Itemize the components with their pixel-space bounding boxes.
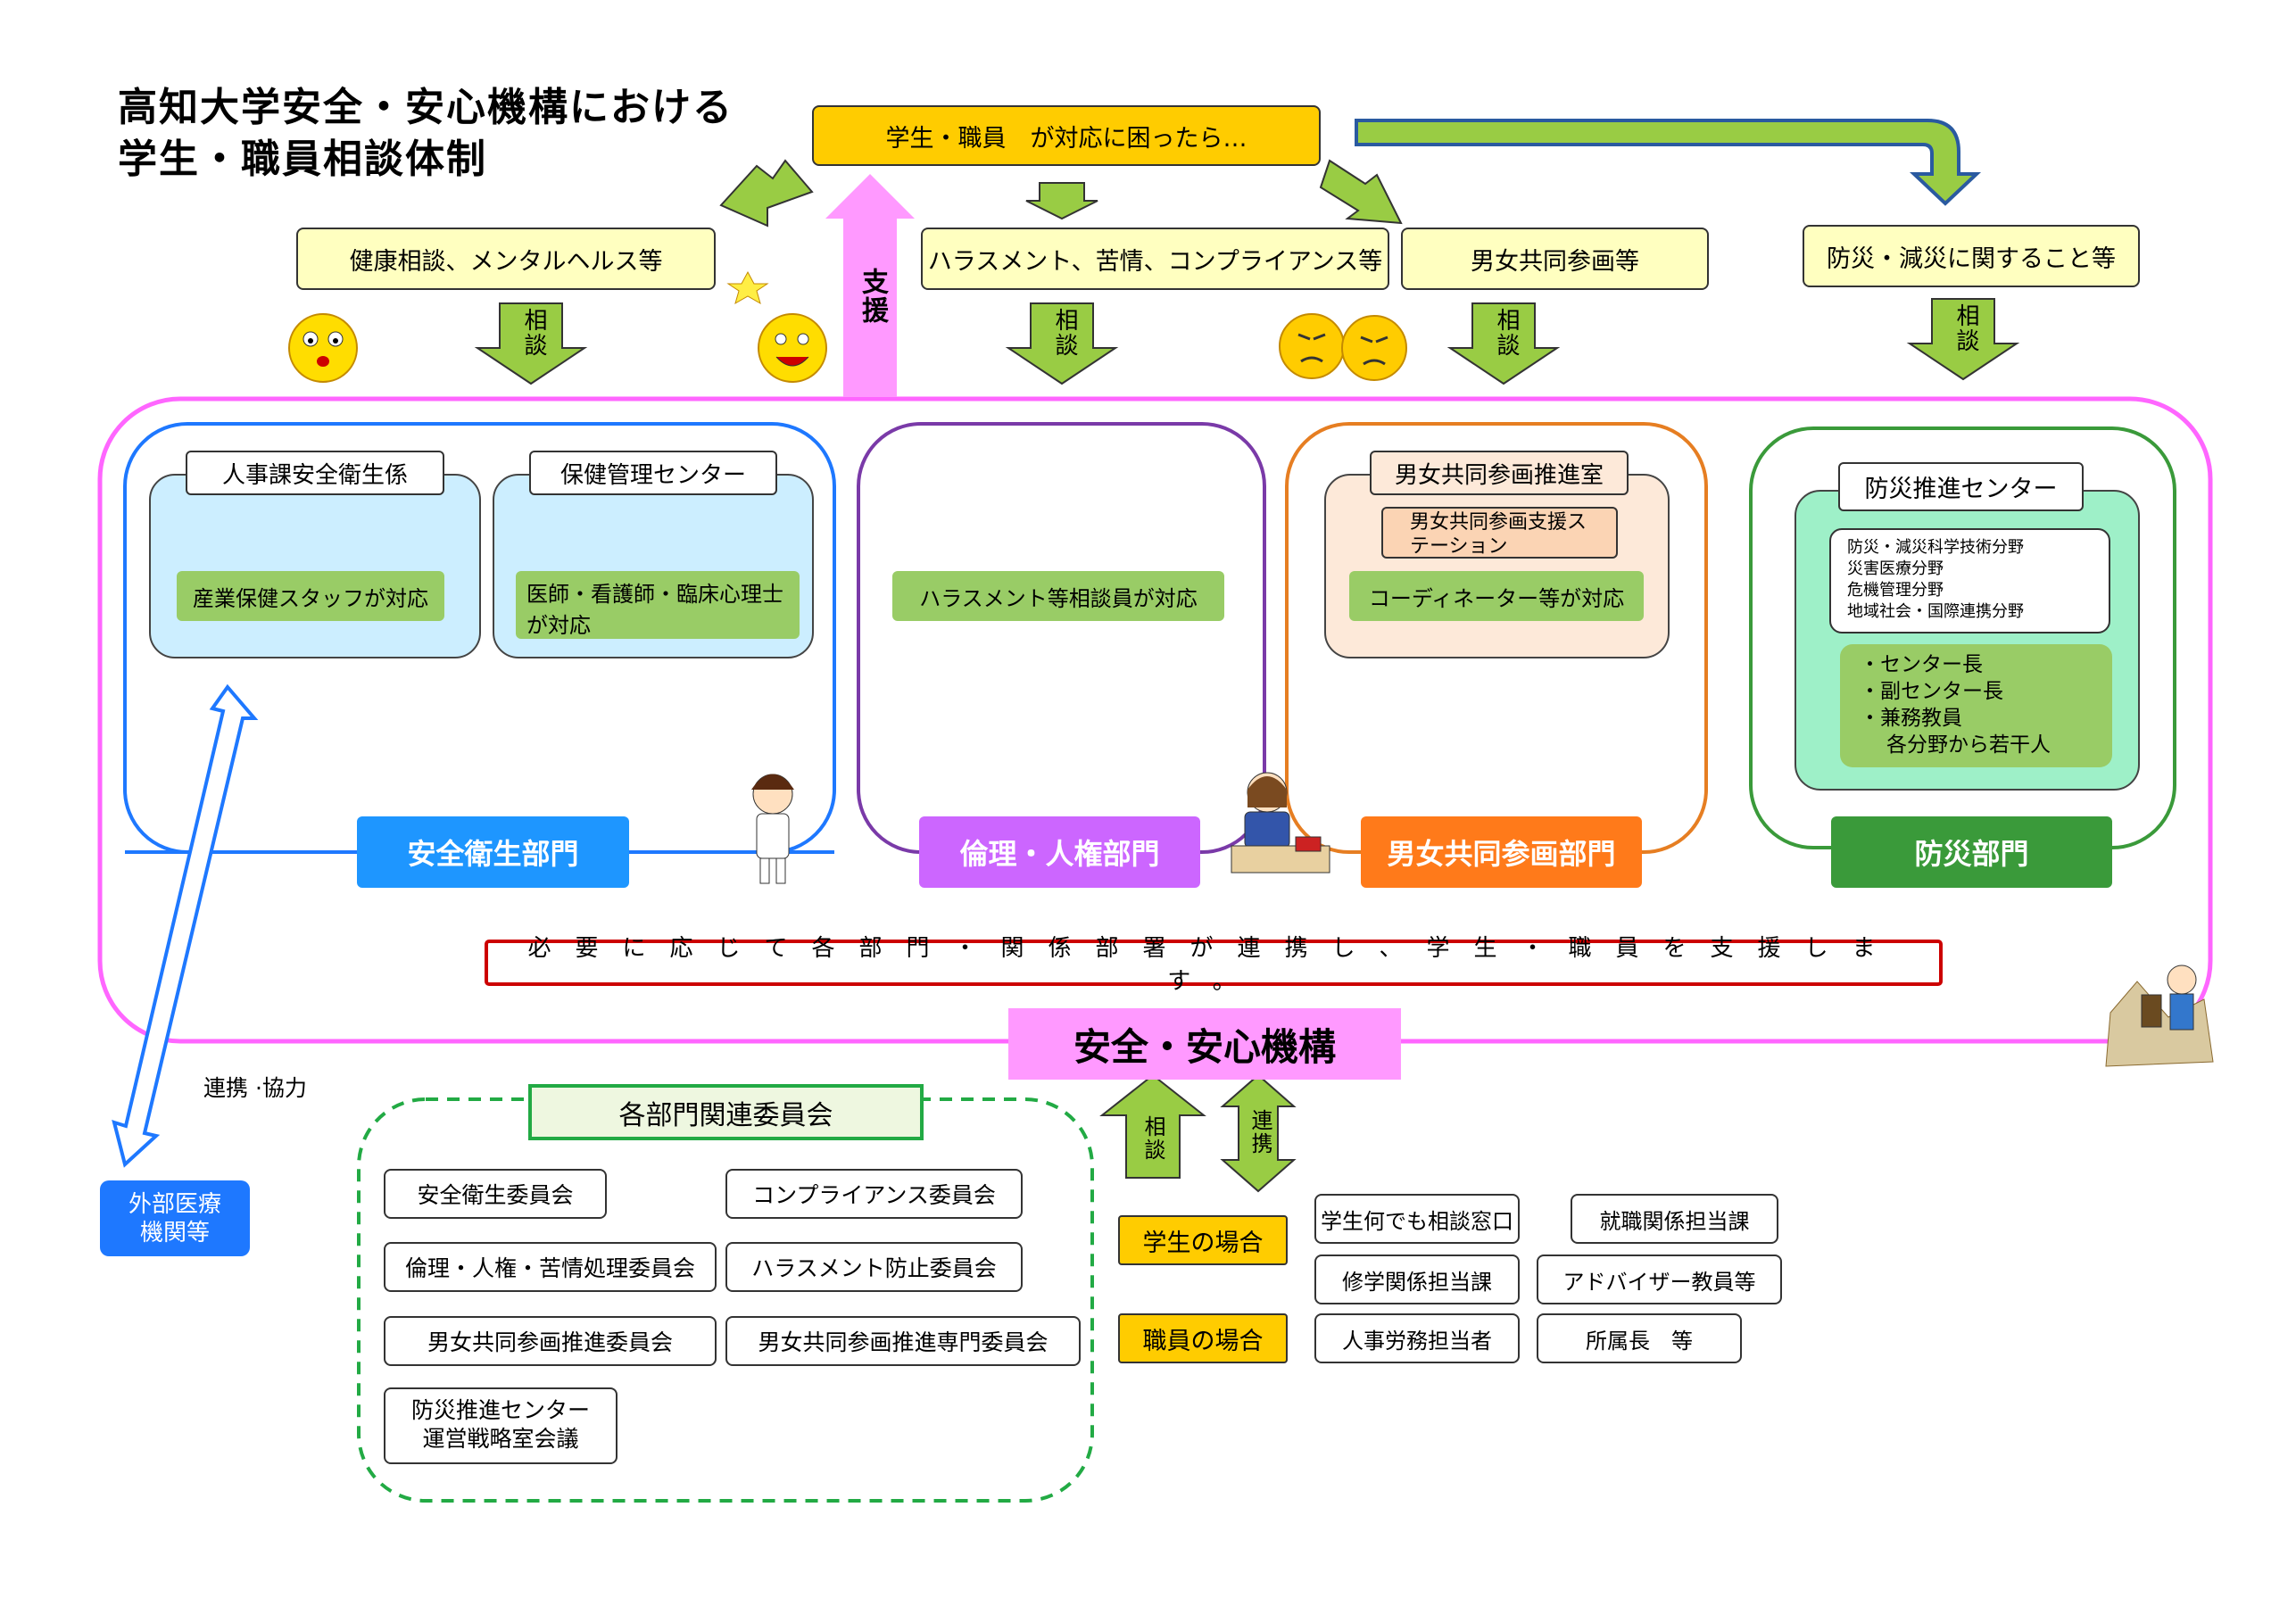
student-contact: アドバイザー教員等 — [1537, 1255, 1782, 1304]
gender-inner-frame — [1324, 474, 1670, 658]
disaster-head: 防災推進センター — [1838, 462, 2084, 511]
safety-sub2-head: 保健管理センター — [529, 451, 777, 495]
gender-head: 男女共同参画推進室 — [1370, 451, 1629, 495]
committee-title: 各部門関連委員会 — [528, 1084, 924, 1140]
angry-faces-icon — [1279, 313, 1407, 381]
field-item: 防災・減災科学技術分野 — [1847, 538, 2024, 557]
committee-item: 男女共同参画推進専門委員会 — [725, 1316, 1081, 1366]
consult-up-arrow — [1099, 1073, 1206, 1179]
cooperation-text: 必要に応じて各部門・関係部署が連携し、学生・職員を支援します。 — [527, 935, 1900, 995]
consult-label-gender: 相談 — [1493, 308, 1520, 358]
committee-item: 防災推進センター運営戦略室会議 — [384, 1387, 618, 1464]
arrow-to-health — [719, 159, 814, 228]
topic-health: 健康相談、メンタルヘルス等 — [296, 228, 716, 290]
arrow-to-harassment — [1025, 182, 1098, 220]
ethics-dept-label: 倫理・人権部門 — [919, 816, 1200, 888]
staff-item: ・副センター長 — [1860, 680, 2003, 703]
topic-disaster: 防災・減災に関すること等 — [1803, 225, 2140, 287]
link-double-arrow — [1220, 1073, 1297, 1193]
arrow-link-label: 連携 — [1247, 1109, 1272, 1155]
gender-station: 男女共同参画支援ステーション — [1381, 507, 1618, 559]
consult-arrow-disaster — [1906, 298, 2020, 381]
consult-arrow-gender — [1446, 302, 1561, 385]
topic-gender: 男女共同参画等 — [1401, 228, 1709, 290]
consult-arrow-harassment — [1005, 302, 1119, 385]
consult-label-disaster: 相談 — [1952, 303, 1979, 353]
student-contact: 修学関係担当課 — [1314, 1255, 1520, 1304]
office-worker-icon — [1231, 772, 1330, 874]
staff-item: ・センター長 — [1860, 653, 1983, 676]
cooperation-bar — [485, 940, 1943, 986]
arrow-consult-label: 相談 — [1140, 1115, 1165, 1162]
safety-sub1-head: 人事課安全衛生係 — [186, 451, 444, 495]
arrow-to-gender — [1319, 159, 1403, 225]
ethics-body: ハラスメント等相談員が対応 — [892, 571, 1224, 621]
title-line2: 学生・職員相談体制 — [118, 137, 487, 182]
external-link-label: 連携 ·協力 — [203, 1075, 307, 1101]
committee-item: コンプライアンス委員会 — [725, 1169, 1023, 1219]
worried-face-icon — [288, 313, 358, 383]
disaster-fields: 防災・減災科学技術分野 災害医療分野 危機管理分野 地域社会・国際連携分野 — [1829, 528, 2110, 633]
gender-dept-label: 男女共同参画部門 — [1361, 816, 1642, 888]
support-label: 支援 — [857, 268, 888, 325]
support-arrow — [825, 174, 915, 397]
student-contact: 学生何でも相談窓口 — [1314, 1194, 1520, 1244]
committee-item: 倫理・人権・苦情処理委員会 — [384, 1242, 717, 1292]
field-item: 災害医療分野 — [1847, 559, 1944, 578]
organization-label: 安全・安心機構 — [1008, 1008, 1401, 1080]
safety-sub1-frame — [149, 474, 481, 658]
consult-label-health: 相談 — [520, 308, 547, 358]
page-title: 高知大学安全・安心機構における 学生・職員相談体制 — [118, 82, 734, 186]
student-contact: 就職関係担当課 — [1571, 1194, 1778, 1244]
staff-contact: 所属長 等 — [1537, 1313, 1742, 1363]
nurse-icon — [751, 774, 794, 884]
staff-contact: 人事労務担当者 — [1314, 1313, 1520, 1363]
safety-dept-label: 安全衛生部門 — [357, 816, 629, 888]
consult-arrow-health — [474, 302, 588, 385]
field-item: 地域社会・国際連携分野 — [1847, 602, 2024, 621]
topic-harassment: ハラスメント、苦情、コンプライアンス等 — [921, 228, 1389, 290]
safety-sub1-body: 産業保健スタッフが対応 — [177, 571, 444, 621]
field-item: 危機管理分野 — [1847, 581, 1944, 600]
title-line1: 高知大学安全・安心機構における — [118, 85, 734, 130]
ethics-frame — [857, 422, 1266, 854]
committee-item: 男女共同参画推進委員会 — [384, 1316, 717, 1366]
consult-label-harassment: 相談 — [1051, 308, 1078, 358]
external-org: 外部医療機関等 — [100, 1180, 250, 1256]
staff-item: 各分野から若干人 — [1886, 733, 2051, 757]
staff-item: ・兼務教員 — [1860, 707, 1962, 730]
safety-sub2-body: 医師・看護師・臨床心理士が対応 — [516, 571, 800, 639]
staff-case: 職員の場合 — [1118, 1313, 1288, 1363]
disaster-dept-label: 防災部門 — [1831, 816, 2112, 888]
hiker-icon — [2105, 965, 2214, 1067]
happy-face-icon — [726, 270, 827, 383]
committee-item: ハラスメント防止委員会 — [725, 1242, 1023, 1292]
external-double-arrow — [112, 683, 259, 1168]
arrow-to-disaster — [1355, 119, 1982, 206]
disaster-staff: ・センター長 ・副センター長 ・兼務教員 各分野から若干人 — [1840, 644, 2112, 767]
committee-item: 安全衛生委員会 — [384, 1169, 607, 1219]
trigger-box: 学生・職員 が対応に困ったら… — [812, 105, 1321, 166]
gender-body: コーディネーター等が対応 — [1349, 571, 1644, 621]
student-case: 学生の場合 — [1118, 1215, 1288, 1265]
